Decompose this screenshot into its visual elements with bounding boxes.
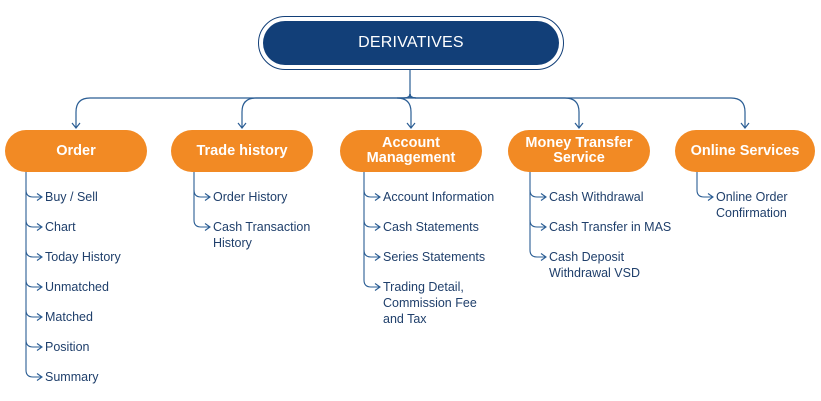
list-item: Cash Transfer in MAS	[549, 219, 671, 235]
branch-arrow	[71, 122, 81, 129]
list-item-label: Cash Transaction	[213, 220, 311, 234]
category-order: Order	[5, 130, 147, 172]
list-item: Today History	[45, 249, 121, 265]
item-arrow	[540, 253, 547, 261]
list-item-label: History	[213, 236, 252, 250]
list-item: Unmatched	[45, 279, 109, 295]
item-connector	[25, 369, 41, 378]
item-arrow	[36, 193, 43, 201]
list-item-label: Unmatched	[45, 280, 109, 294]
list-item: Order History	[213, 189, 287, 205]
list-item-label: Commission Fee	[383, 296, 477, 310]
list-item-label: Cash Statements	[383, 220, 479, 234]
item-connector	[25, 339, 41, 348]
item-arrow	[36, 253, 43, 261]
branch-line	[396, 93, 417, 128]
list-item-label: Buy / Sell	[45, 190, 98, 204]
list-item-label: Chart	[45, 220, 76, 234]
list-item: Position	[45, 339, 89, 355]
item-connector	[529, 219, 545, 228]
list-item-label: Position	[45, 340, 90, 354]
list-item: Summary	[45, 369, 98, 385]
item-arrow	[204, 223, 211, 231]
list-item-label: Series Statements	[383, 250, 486, 264]
item-connector	[25, 279, 41, 288]
item-arrow	[36, 223, 43, 231]
category-label: Management	[366, 150, 456, 166]
item-arrow	[36, 373, 43, 381]
list-item-label: Cash Transfer in MAS	[549, 220, 672, 234]
item-arrow	[707, 193, 714, 201]
category-label: Money Transfer	[525, 135, 633, 151]
item-arrow	[204, 193, 211, 201]
list-item-label: Confirmation	[716, 206, 787, 220]
item-connector	[529, 189, 545, 198]
item-connector	[696, 189, 712, 198]
item-connector	[363, 189, 379, 198]
item-arrow	[374, 193, 381, 201]
category-trade-history: Trade history	[171, 130, 313, 172]
list-item-label: Today History	[45, 250, 121, 264]
item-arrow	[374, 223, 381, 231]
item-connector	[529, 249, 545, 258]
list-item: Buy / Sell	[45, 189, 98, 205]
list-item-label: Trading Detail,	[383, 280, 464, 294]
item-connector	[25, 249, 41, 258]
category-label: Service	[553, 150, 605, 166]
list-item-label: Account Information	[383, 190, 495, 204]
list-item-label: Order History	[213, 190, 288, 204]
category-label: Account	[381, 135, 440, 151]
list-item: Trading Detail, Commission Fee and Tax	[383, 279, 477, 327]
item-arrow	[374, 253, 381, 261]
branch-line	[409, 93, 580, 128]
list-item: Chart	[45, 219, 76, 235]
root-label: DERIVATIVES	[263, 21, 559, 65]
item-connector	[25, 189, 41, 198]
list-item-label: Withdrawal VSD	[549, 266, 640, 280]
branch-arrow	[237, 122, 247, 129]
item-connector	[25, 219, 41, 228]
item-connector	[363, 219, 379, 228]
list-item: Account Information	[383, 189, 494, 205]
item-connector	[25, 309, 41, 318]
list-item-label: Summary	[45, 370, 99, 384]
list-item: Cash Statements	[383, 219, 479, 235]
list-item-label: Online Order	[716, 190, 788, 204]
list-item-label: and Tax	[383, 312, 427, 326]
list-item-label: Matched	[45, 310, 93, 324]
branch-arrow	[740, 122, 750, 129]
branch-line	[75, 93, 411, 128]
category-label: Order	[56, 142, 96, 159]
item-arrow	[374, 283, 381, 291]
branch-arrow	[406, 122, 416, 129]
item-arrow	[36, 343, 43, 351]
item-connector	[363, 249, 379, 258]
list-item-label: Cash Withdrawal	[549, 190, 644, 204]
item-connector	[193, 219, 209, 228]
category-label: Trade history	[196, 142, 288, 159]
root-node: DERIVATIVES	[258, 16, 564, 70]
category-online-services: Online Services	[675, 130, 815, 172]
list-item: Cash Withdrawal	[549, 189, 643, 205]
category-label: Online Services	[690, 142, 800, 159]
branch-arrow	[574, 122, 584, 129]
item-arrow	[540, 193, 547, 201]
list-item-label: Cash Deposit	[549, 250, 625, 264]
item-connector	[193, 189, 209, 198]
branch-line	[409, 93, 746, 128]
item-arrow	[540, 223, 547, 231]
item-arrow	[36, 283, 43, 291]
list-item: Series Statements	[383, 249, 485, 265]
item-connector	[363, 279, 379, 288]
list-item: Matched	[45, 309, 93, 325]
item-arrow	[36, 313, 43, 321]
branch-line	[241, 93, 411, 128]
